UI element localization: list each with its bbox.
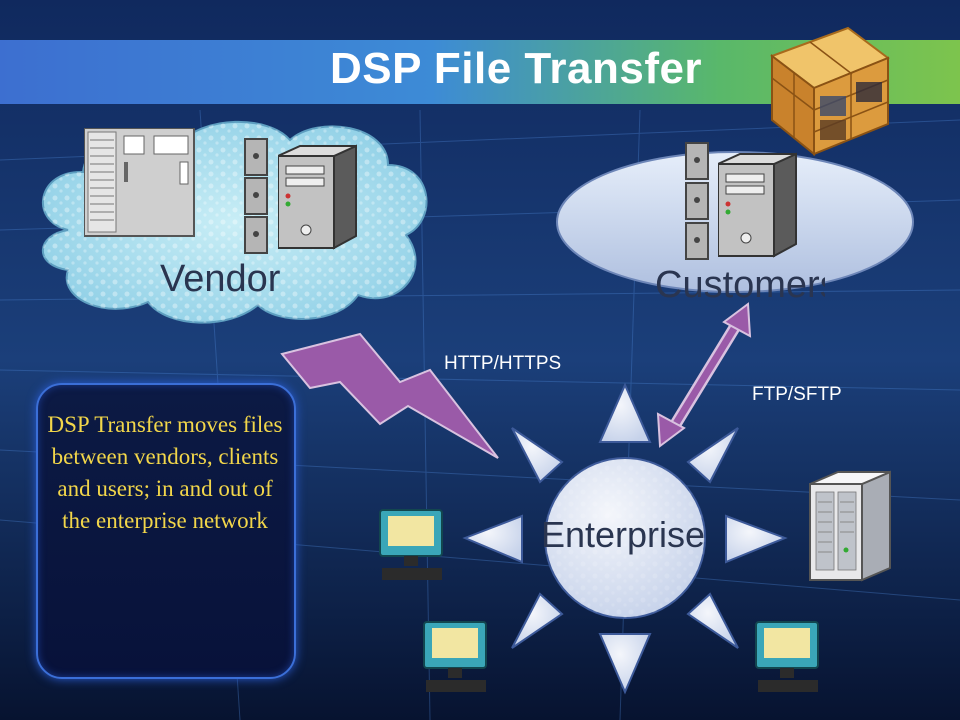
customers-label: Customers bbox=[655, 264, 825, 306]
server-rack-icon bbox=[84, 128, 195, 237]
monitor-icon bbox=[755, 621, 819, 692]
server-tower-icon bbox=[718, 152, 797, 258]
vendors-label: Vendors bbox=[160, 258, 280, 300]
server-stack-icon bbox=[244, 138, 268, 254]
ftp-label: FTP/SFTP bbox=[752, 384, 842, 405]
server-tower-icon bbox=[278, 144, 357, 250]
server-tower-icon bbox=[809, 470, 891, 582]
monitor-icon bbox=[379, 509, 443, 580]
http-label: HTTP/HTTPS bbox=[444, 353, 562, 374]
cube-logo-icon bbox=[769, 26, 891, 157]
description-box bbox=[36, 383, 296, 679]
lightning-arrow-icon bbox=[280, 332, 499, 459]
description-text: DSP Transfer moves files between vendors… bbox=[47, 412, 283, 533]
double-arrow-icon bbox=[656, 302, 752, 448]
enterprise-hub bbox=[462, 382, 788, 695]
monitor-icon bbox=[423, 621, 487, 692]
page-title: DSP File Transfer bbox=[330, 44, 703, 93]
server-stack-icon bbox=[685, 142, 709, 260]
enterprise-label: Enterprise bbox=[540, 514, 706, 555]
